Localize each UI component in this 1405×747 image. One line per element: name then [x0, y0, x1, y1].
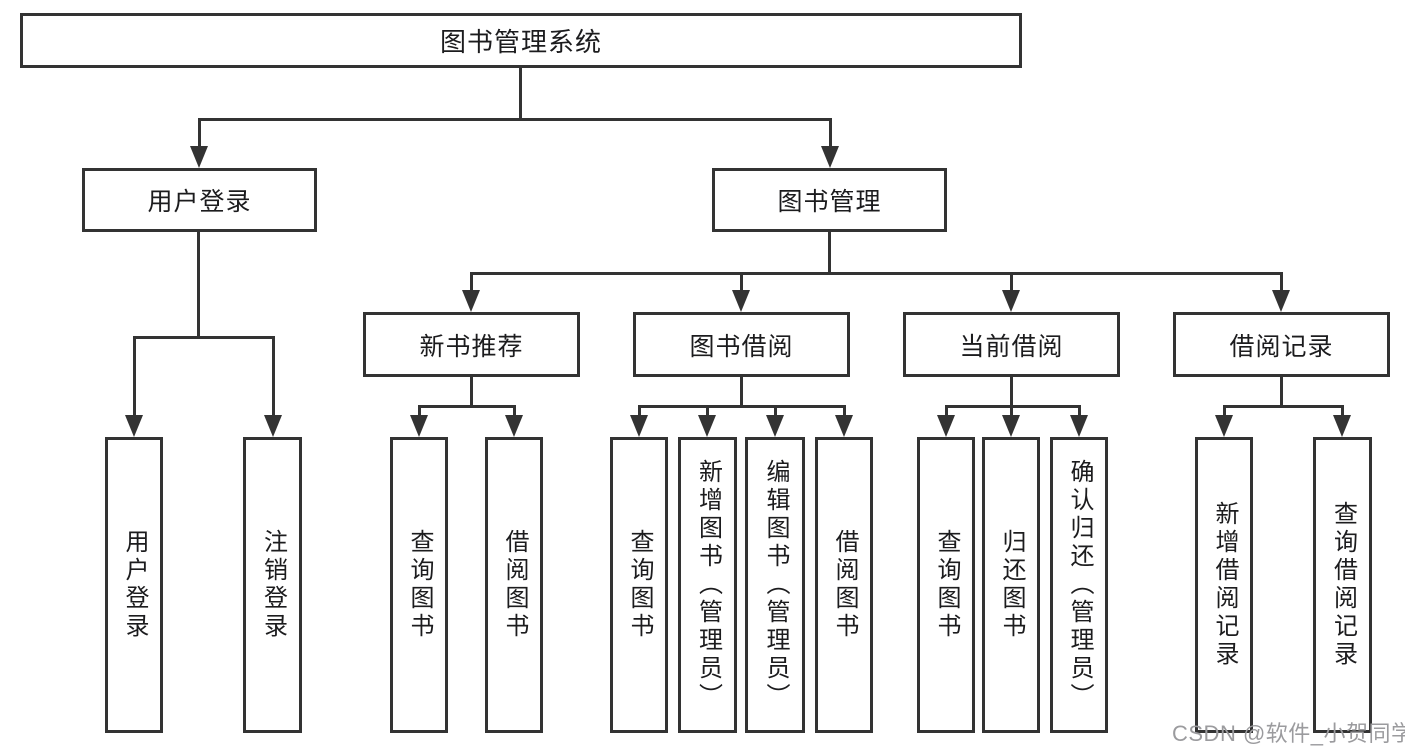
connector-segment: [945, 405, 1081, 408]
leaf-add-books-admin-label: 新增图书（管理员）: [694, 459, 722, 711]
arrow-down-icon: [835, 415, 853, 437]
leaf-recommend-borrow-books-label: 借阅图书: [501, 529, 528, 641]
arrow-down-icon: [1215, 415, 1233, 437]
leaf-borrowing-query-books: 查询图书: [610, 437, 668, 733]
arrow-down-icon: [190, 146, 208, 168]
node-current-borrowing: 当前借阅: [903, 312, 1120, 377]
connector-segment: [1010, 272, 1013, 292]
connector-segment: [1280, 272, 1283, 292]
arrow-down-icon: [1070, 415, 1088, 437]
arrow-down-icon: [462, 290, 480, 312]
connector-segment: [272, 336, 275, 417]
connector-segment: [418, 405, 421, 417]
leaf-add-borrow-record-label: 新增借阅记录: [1211, 501, 1238, 669]
connector-segment: [418, 405, 516, 408]
arrow-down-icon: [937, 415, 955, 437]
leaf-logout: 注销登录: [243, 437, 302, 733]
connector-segment: [1280, 376, 1283, 408]
arrow-down-icon: [1002, 415, 1020, 437]
leaf-recommend-query-books: 查询图书: [390, 437, 448, 733]
node-user-login-label: 用户登录: [147, 188, 252, 216]
arrow-down-icon: [125, 415, 143, 437]
leaf-borrow-books: 借阅图书: [815, 437, 873, 733]
connector-segment: [133, 336, 274, 339]
connector-segment: [740, 272, 743, 292]
connector-segment: [1010, 376, 1013, 408]
connector-segment: [843, 405, 846, 417]
node-new-book-recommend-label: 新书推荐: [419, 332, 524, 361]
leaf-confirm-return-admin-label: 确认归还（管理员）: [1066, 459, 1093, 711]
csdn-watermark: CSDN @软件_小贺同学: [1172, 721, 1405, 746]
node-user-login: 用户登录: [82, 168, 317, 232]
leaf-user-login: 用户登录: [105, 437, 163, 733]
arrow-down-icon: [410, 415, 428, 437]
arrow-down-icon: [1002, 290, 1020, 312]
leaf-edit-books-admin-label: 编辑图书（管理员）: [762, 459, 789, 711]
leaf-return-books-label: 归还图书: [998, 529, 1025, 641]
node-root: 图书管理系统: [20, 13, 1022, 68]
leaf-return-books: 归还图书: [982, 437, 1040, 733]
leaf-query-borrow-record-label: 查询借阅记录: [1329, 501, 1357, 669]
connector-segment: [945, 405, 948, 417]
connector-segment: [1223, 405, 1226, 417]
leaf-recommend-query-books-label: 查询图书: [406, 529, 433, 641]
connector-segment: [1010, 405, 1013, 417]
connector-segment: [829, 118, 832, 148]
leaf-recommend-borrow-books: 借阅图书: [485, 437, 543, 733]
leaf-edit-books-admin: 编辑图书（管理员）: [745, 437, 805, 733]
arrow-down-icon: [821, 146, 839, 168]
connector-segment: [198, 118, 201, 148]
leaf-borrowing-query-books-label: 查询图书: [626, 529, 653, 641]
connector-segment: [470, 376, 473, 408]
node-book-management: 图书管理: [712, 168, 947, 232]
connector-segment: [638, 405, 641, 417]
arrow-down-icon: [698, 415, 716, 437]
leaf-add-borrow-record: 新增借阅记录: [1195, 437, 1253, 733]
connector-segment: [197, 232, 200, 339]
leaf-user-login-label: 用户登录: [121, 529, 148, 641]
node-book-management-label: 图书管理: [777, 188, 882, 216]
arrow-down-icon: [264, 415, 282, 437]
connector-segment: [1078, 405, 1081, 417]
node-book-borrowing: 图书借阅: [633, 312, 850, 377]
node-book-borrowing-label: 图书借阅: [689, 332, 794, 361]
node-borrowing-records: 借阅记录: [1173, 312, 1390, 377]
leaf-borrow-books-label: 借阅图书: [831, 529, 858, 641]
arrow-down-icon: [1333, 415, 1351, 437]
leaf-add-books-admin: 新增图书（管理员）: [678, 437, 737, 733]
leaf-logout-label: 注销登录: [259, 529, 287, 641]
connector-segment: [513, 405, 516, 417]
arrow-down-icon: [1272, 290, 1290, 312]
node-new-book-recommend: 新书推荐: [363, 312, 580, 377]
leaf-current-query-books: 查询图书: [917, 437, 975, 733]
node-borrowing-records-label: 借阅记录: [1229, 332, 1334, 361]
connector-segment: [1223, 405, 1344, 408]
connector-segment: [740, 376, 743, 408]
arrow-down-icon: [766, 415, 784, 437]
connector-segment: [828, 232, 831, 275]
connector-segment: [133, 336, 136, 417]
node-current-borrowing-label: 当前借阅: [959, 332, 1064, 361]
connector-segment: [470, 272, 1282, 275]
leaf-confirm-return-admin: 确认归还（管理员）: [1050, 437, 1108, 733]
connector-segment: [706, 405, 709, 417]
connector-segment: [198, 118, 832, 121]
arrow-down-icon: [505, 415, 523, 437]
connector-segment: [519, 68, 522, 121]
connector-segment: [774, 405, 777, 417]
connector-segment: [638, 405, 846, 408]
leaf-current-query-books-label: 查询图书: [933, 529, 960, 641]
arrow-down-icon: [630, 415, 648, 437]
node-root-label: 图书管理系统: [439, 27, 602, 57]
connector-segment: [470, 272, 473, 292]
arrow-down-icon: [732, 290, 750, 312]
connector-segment: [1341, 405, 1344, 417]
leaf-query-borrow-record: 查询借阅记录: [1313, 437, 1372, 733]
